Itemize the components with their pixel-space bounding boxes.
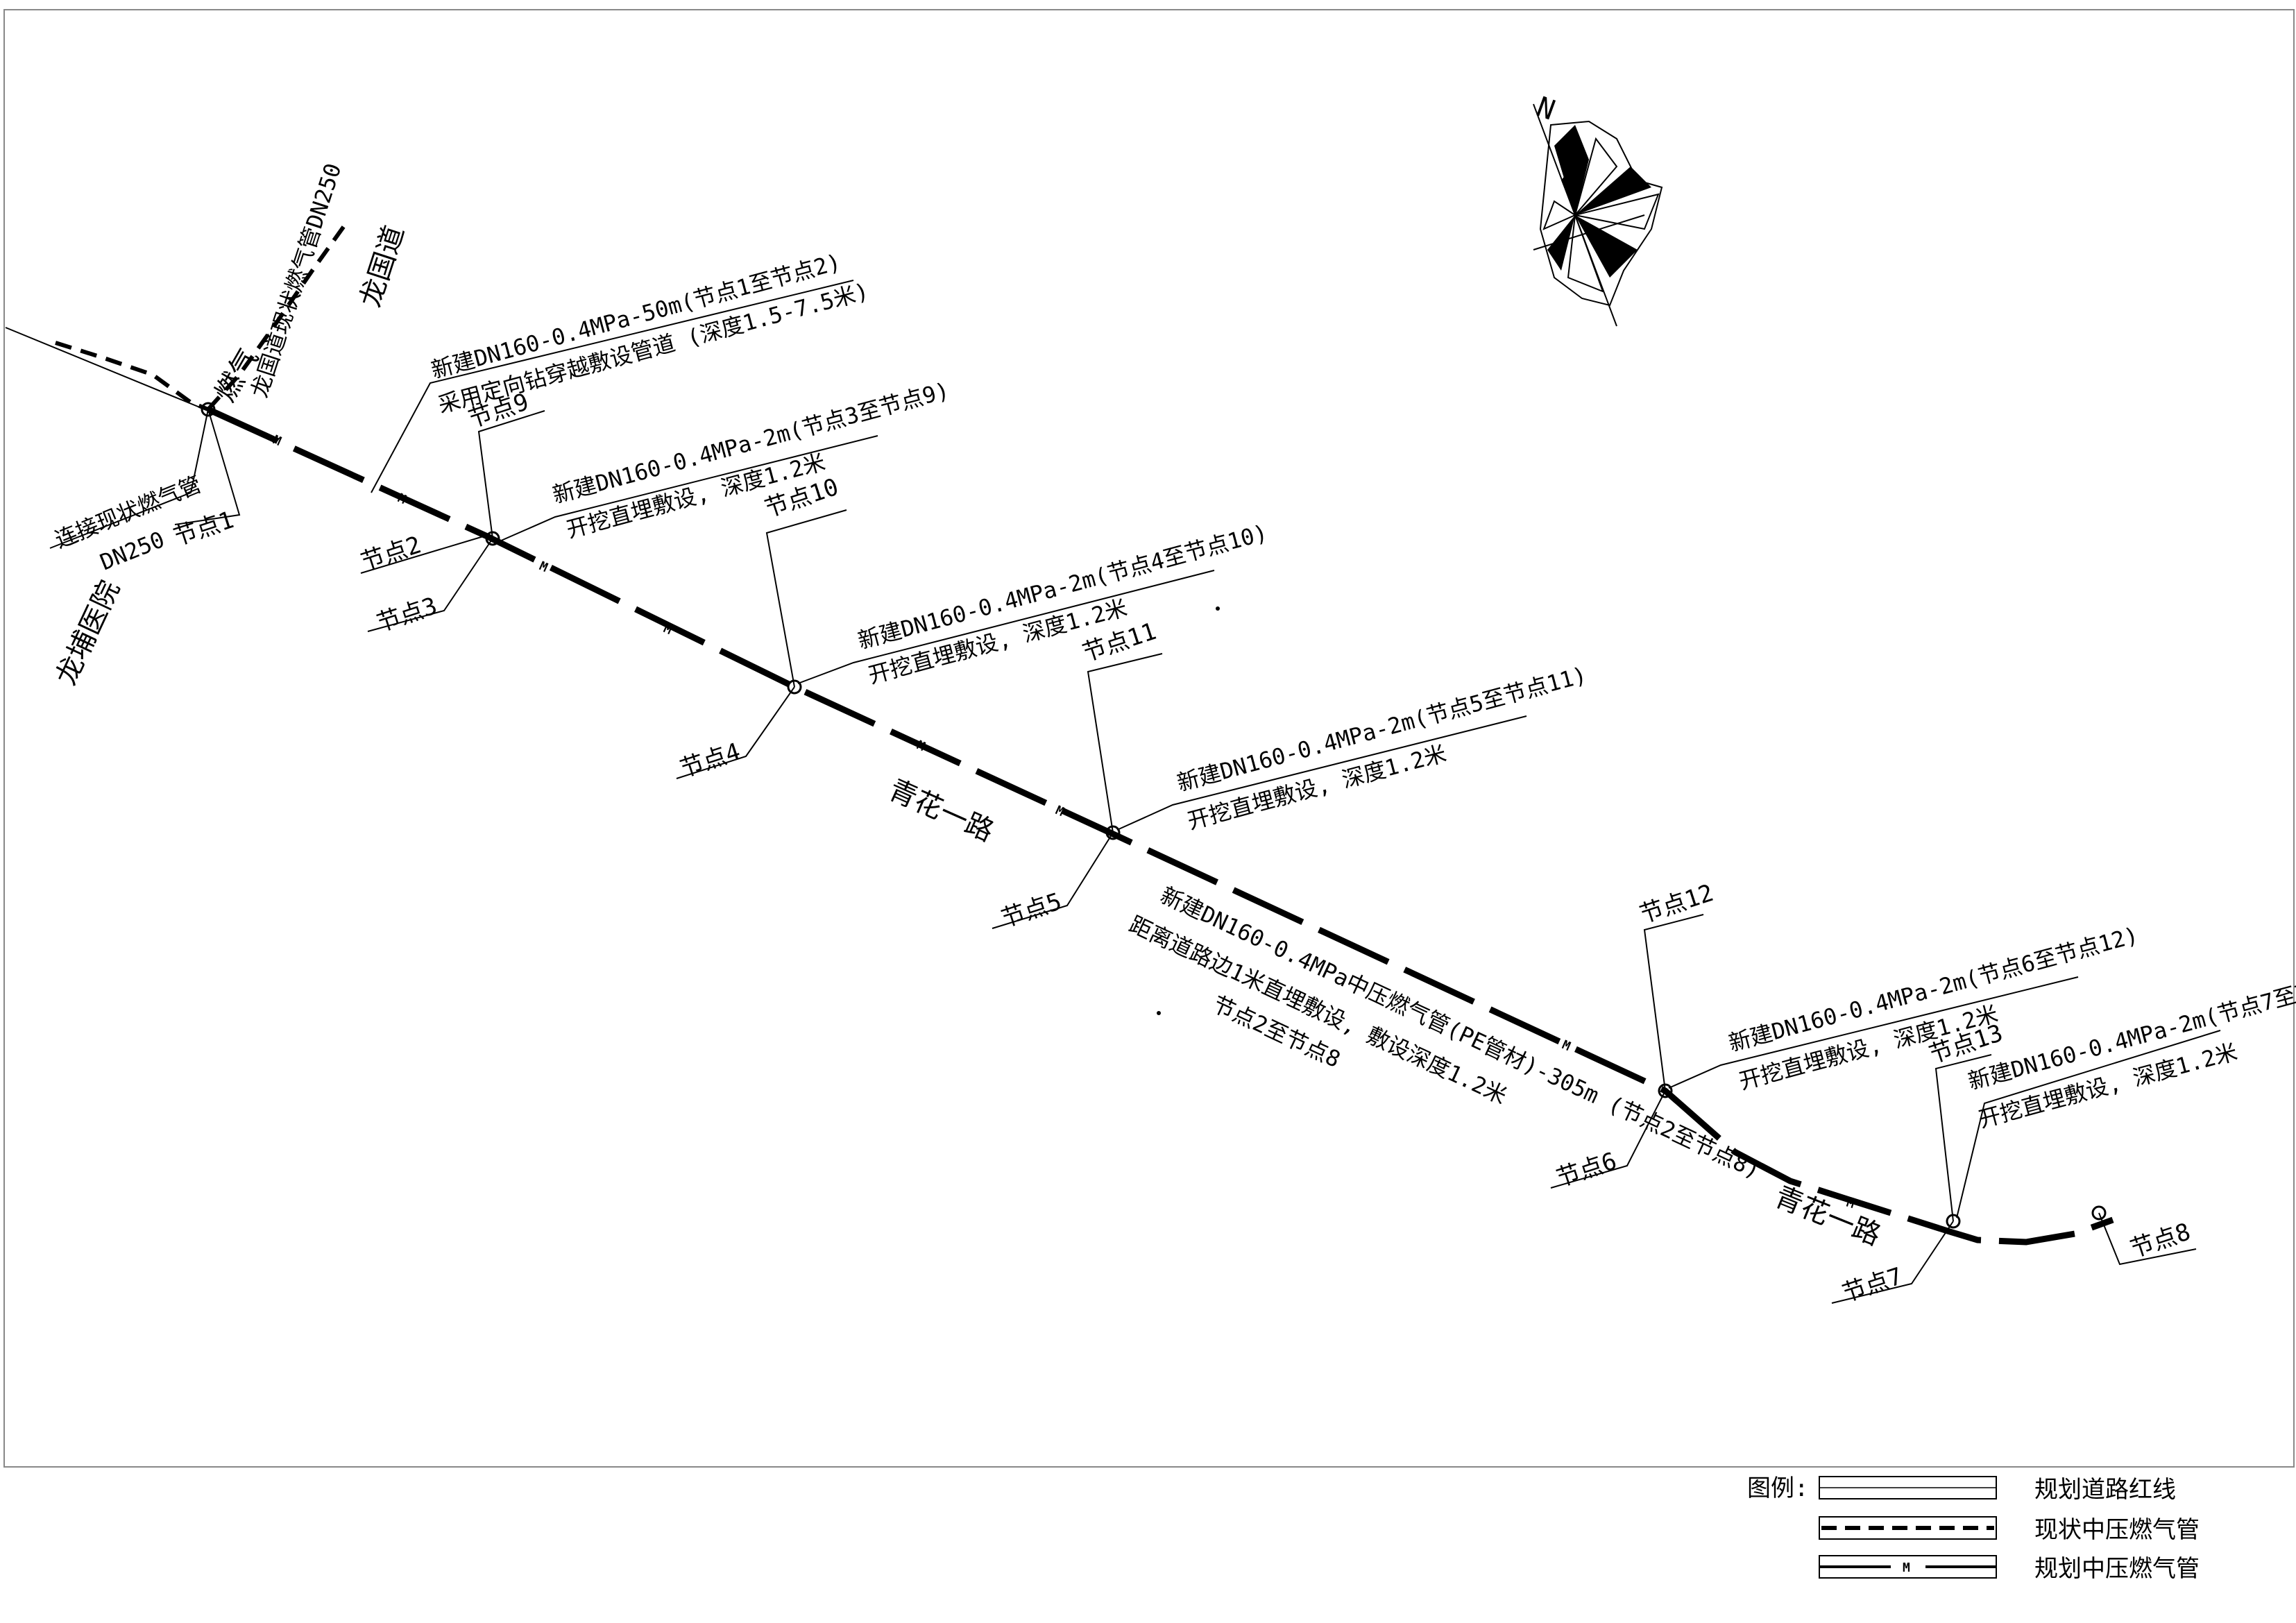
- node-point-3: [485, 531, 500, 546]
- leader-desc2: [499, 435, 878, 542]
- leader-lines: [49, 280, 2221, 1304]
- node-point-1: [201, 402, 216, 417]
- main-desc-line2: 距离道路边1米直埋敷设, 敷设深度1.2米: [1125, 911, 1511, 1110]
- legend-item-planned-pipe: M 规划中压燃气管: [1819, 1555, 2200, 1583]
- leader-node13: [1934, 1054, 1992, 1222]
- existing-gas-pipe: [55, 221, 349, 411]
- stray-dot: [1157, 1011, 1161, 1015]
- node-point-8: [2091, 1205, 2107, 1221]
- pipe-marker: M: [1560, 1037, 1573, 1054]
- legend-title: 图例:: [1747, 1475, 1808, 1502]
- compass-rose: N: [1533, 91, 1663, 327]
- node-label-7: 节点7: [1839, 1262, 1906, 1307]
- legend-label-planned-pipe: 规划中压燃气管: [2034, 1555, 2200, 1583]
- legend-item-road-redline: 规划道路红线: [1819, 1476, 2176, 1504]
- compass-north-label: N: [1533, 91, 1559, 126]
- node-points: [201, 402, 2107, 1229]
- leader-node8: [2098, 1212, 2197, 1266]
- node-label-6: 节点6: [1553, 1147, 1620, 1192]
- node-label-1: 节点1: [170, 506, 237, 551]
- leader-node2: [360, 535, 486, 574]
- node-point-4: [787, 679, 802, 695]
- planned-main-pipe: [207, 406, 2114, 1246]
- leader-node3: [367, 538, 493, 632]
- road-label-longguo: 龙国道: [355, 222, 411, 311]
- node-label-3: 节点3: [373, 592, 441, 637]
- leader-node6: [1550, 1090, 1666, 1189]
- node-label-2: 节点2: [357, 531, 425, 576]
- leader-node9: [477, 410, 545, 539]
- node-point-5: [1105, 825, 1121, 840]
- leader-desc3: [797, 570, 1215, 684]
- legend-marker-m: M: [1903, 1561, 1910, 1575]
- leader-desc6: [1956, 1030, 2221, 1218]
- node-label-4: 节点4: [677, 738, 744, 783]
- node-point-6: [1658, 1083, 1673, 1098]
- leader-desc1: [371, 280, 854, 493]
- legend: 图例: 规划道路红线 现状中压燃气管 M 规划中压燃气管: [1747, 1475, 2200, 1583]
- leader-node11: [1087, 653, 1163, 833]
- leader-node10: [765, 509, 847, 688]
- legend-item-existing-pipe: 现状中压燃气管: [1819, 1516, 2200, 1544]
- leader-desc4: [1116, 715, 1527, 831]
- road-label-qinghua-1: 青花一路: [884, 774, 998, 848]
- pipe-marker: M: [271, 432, 284, 449]
- leader-node1: [174, 409, 241, 525]
- place-label-hospital: 龙埔医院: [50, 576, 126, 690]
- pipe-marker: M: [537, 559, 550, 575]
- leader-connection: [49, 409, 209, 549]
- legend-label-road-redline: 规划道路红线: [2034, 1476, 2176, 1504]
- leader-node4: [676, 686, 795, 779]
- node-label-5: 节点5: [998, 887, 1065, 933]
- road-edge-line: [5, 327, 209, 411]
- leader-node12: [1643, 914, 1704, 1091]
- legend-label-existing-pipe: 现状中压燃气管: [2034, 1516, 2200, 1544]
- drawing-frame: [3, 9, 2295, 1468]
- leader-node5: [992, 832, 1114, 929]
- stray-dot: [1216, 606, 1220, 611]
- leader-desc5: [1668, 976, 2079, 1089]
- leader-node7: [1831, 1221, 1954, 1304]
- node-point-7: [1946, 1214, 1961, 1229]
